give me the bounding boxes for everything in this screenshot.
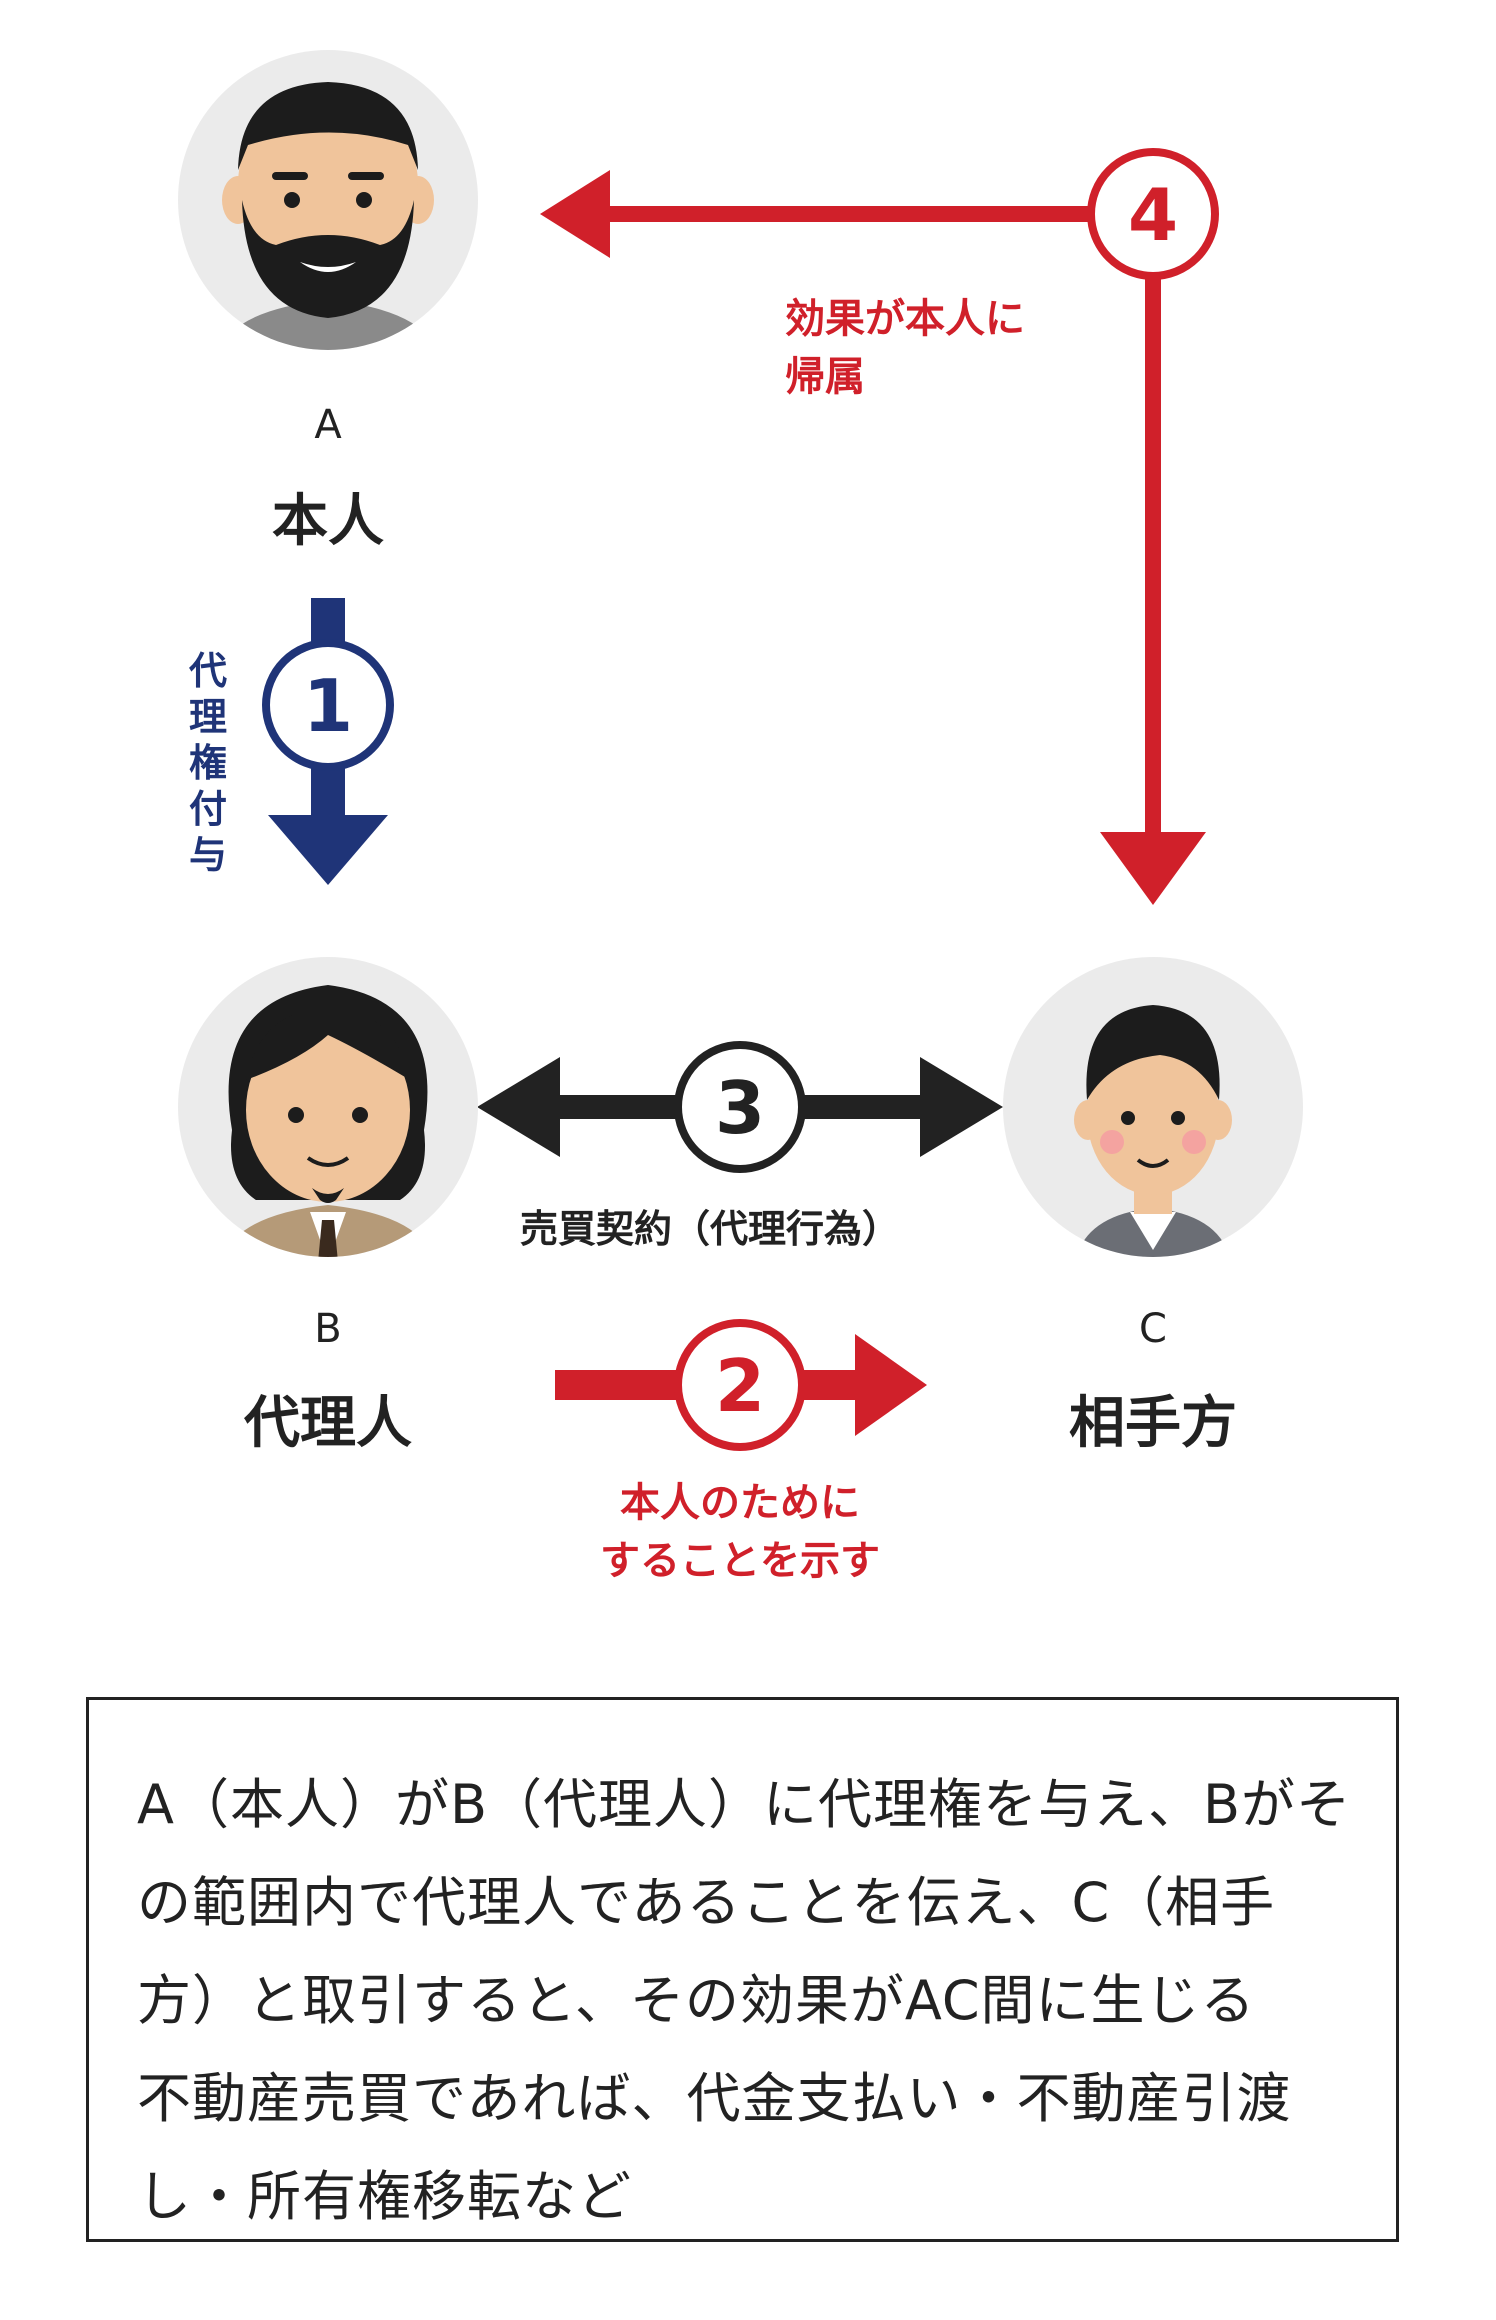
step-3-label: 売買契約（代理行為） bbox=[520, 1207, 901, 1251]
step-1-label-char: 権 bbox=[188, 741, 227, 785]
node-c-letter: C bbox=[1139, 1306, 1167, 1352]
badge-number: 4 bbox=[1128, 173, 1178, 257]
badge-step-2: 2 bbox=[674, 1319, 806, 1451]
summary-box: A（本人）がB（代理人）に代理権を与え、Bがそ の範囲内で代理人であることを伝え… bbox=[86, 1697, 1399, 2242]
badge-step-1: 1 bbox=[262, 639, 394, 771]
node-a-letter: A bbox=[314, 402, 342, 448]
arrow-step-4 bbox=[540, 170, 1206, 905]
node-c-role: 相手方 bbox=[1069, 1391, 1237, 1456]
badge-step-4: 4 bbox=[1087, 148, 1219, 280]
step-2-label-line2: することを示す bbox=[600, 1538, 880, 1584]
summary-line: し・所有権移転など bbox=[137, 2165, 632, 2228]
step-4-label-line1: 効果が本人に bbox=[785, 296, 1025, 342]
summary-line: の範囲内で代理人であることを伝え、C（相手 bbox=[137, 1871, 1276, 1934]
node-a-role: 本人 bbox=[272, 489, 384, 554]
step-4-label: 効果が本人に 帰属 bbox=[785, 290, 1025, 406]
badge-number: 1 bbox=[303, 664, 353, 748]
badge-number: 3 bbox=[715, 1066, 765, 1150]
businessman-avatar bbox=[1003, 957, 1303, 1257]
bearded-man-avatar bbox=[178, 50, 478, 350]
summary-line: A（本人）がB（代理人）に代理権を与え、Bがそ bbox=[137, 1773, 1352, 1836]
step-1-label-char: 付 bbox=[188, 787, 227, 831]
step-4-label-line2: 帰属 bbox=[785, 354, 865, 400]
badge-step-3: 3 bbox=[674, 1041, 806, 1173]
step-1-label-char: 理 bbox=[188, 695, 227, 739]
summary-line: 不動産売買であれば、代金支払い・不動産引渡 bbox=[137, 2067, 1292, 2130]
node-b-letter: B bbox=[314, 1306, 342, 1352]
summary-line: 方）と取引すると、その効果がAC間に生じる bbox=[137, 1969, 1256, 2032]
badge-number: 2 bbox=[715, 1344, 765, 1428]
step-2-label-line1: 本人のために bbox=[620, 1480, 860, 1526]
step-1-label: 代理権付与 bbox=[186, 648, 230, 878]
node-b-role: 代理人 bbox=[244, 1391, 412, 1456]
step-1-label-char: 代 bbox=[188, 649, 227, 693]
long-haired-man-avatar bbox=[178, 957, 478, 1257]
step-2-label: 本人のために することを示す bbox=[585, 1474, 895, 1590]
step-1-label-char: 与 bbox=[188, 833, 227, 877]
